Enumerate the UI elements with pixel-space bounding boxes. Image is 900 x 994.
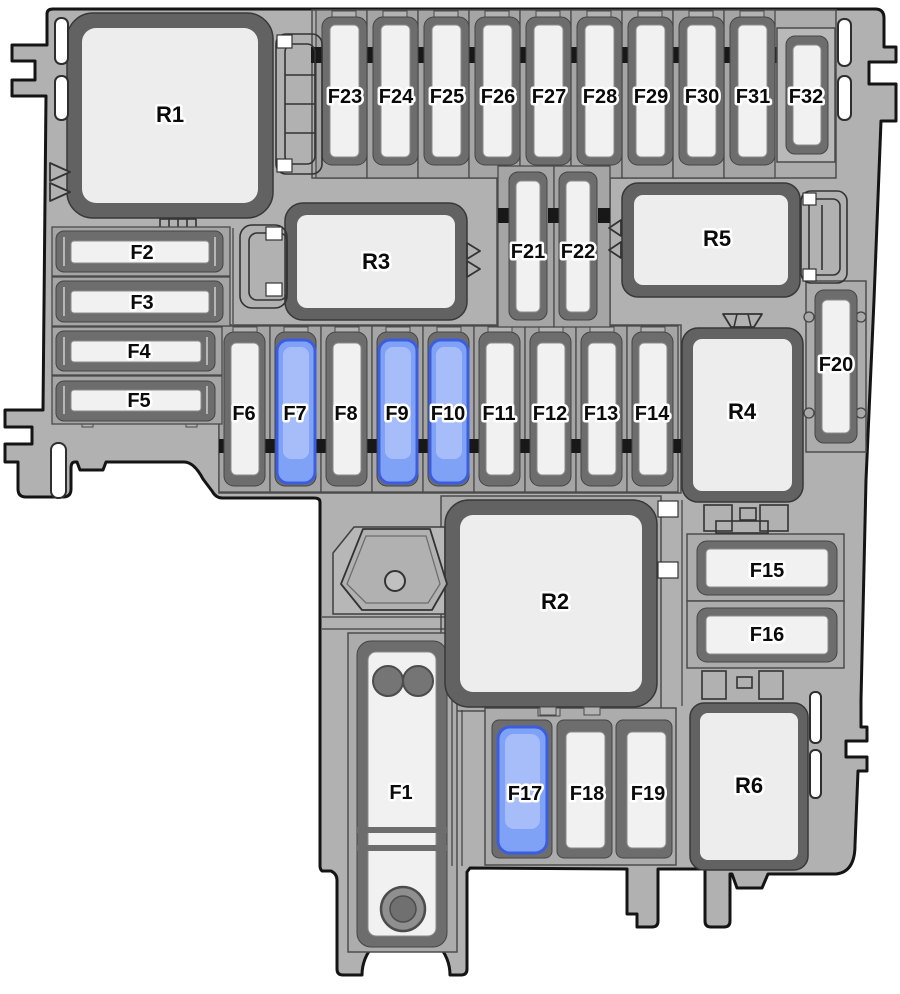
connector-details: [239, 33, 848, 716]
fuse-f5: [51, 375, 223, 425]
fuse-f13: [580, 331, 623, 487]
fuse-f17-highlighted: [491, 719, 553, 859]
fuse-group-f21-f22: [497, 165, 611, 328]
relay-r1: [66, 12, 274, 219]
relay-r6-label: R6: [735, 773, 763, 798]
terminal-dot: [402, 665, 434, 697]
fuse-f20: [803, 289, 867, 444]
fuse-f22: [558, 171, 598, 321]
fuse-f10-highlighted: [427, 331, 470, 487]
r4-bottom-connector: [703, 504, 789, 534]
fuse-f5-label: F5: [127, 390, 150, 412]
fuse-f29-label: F29: [634, 86, 668, 108]
fuse-f27: [525, 16, 572, 166]
fuse-f6-label: F6: [232, 403, 255, 425]
relay-r2-label: R2: [541, 589, 569, 614]
fuse-f12: [529, 331, 572, 487]
r1-right-socket: [275, 33, 323, 175]
fuse-f9-label: F9: [385, 403, 408, 425]
fuse-f13-label: F13: [584, 403, 618, 425]
middle-fuse-row: [218, 325, 681, 493]
fuse-f32: [776, 27, 836, 163]
fuse-f8-label: F8: [334, 403, 357, 425]
relay-r5-label: R5: [703, 226, 731, 251]
fuse-f16-label: F16: [750, 624, 784, 646]
fuse-f1-label: F1: [389, 782, 412, 804]
fuse-f8: [325, 331, 368, 487]
fuse-f18-label: F18: [570, 783, 604, 805]
hexagon-mount: [340, 528, 448, 611]
fuse-f1: [356, 640, 448, 948]
relay-r4-label: R4: [728, 399, 757, 424]
relay-r3-label: R3: [362, 249, 390, 274]
fuse-f12-label: F12: [533, 403, 567, 425]
fuse-f11: [478, 331, 521, 487]
fuse-f27-label: F27: [532, 86, 566, 108]
fuse-f23: [321, 16, 368, 166]
fuse-f30-label: F30: [685, 86, 719, 108]
fuse-f32-label: F32: [789, 86, 823, 108]
fuse-f21: [508, 171, 548, 321]
fuse-f9-highlighted: [376, 331, 419, 487]
r4-top-tab: [722, 313, 763, 328]
decorative-details: [49, 17, 852, 799]
relay-r3: [284, 202, 468, 321]
relay-r4: [681, 327, 804, 503]
fuse-f19: [615, 719, 673, 859]
fuse-f3: [51, 276, 231, 327]
fuse-f11-label: F11: [482, 403, 515, 425]
fuse-f14: [631, 331, 674, 487]
relay-r2: [444, 499, 658, 708]
fuse-f24: [372, 16, 419, 166]
fuse-f16: [696, 607, 838, 663]
fuse-f29: [627, 16, 674, 166]
fuse-f20-label: F20: [819, 354, 853, 376]
fuse-f15: [696, 540, 838, 596]
fuse-f2-label: F2: [130, 242, 153, 264]
left-fuse-column: [51, 218, 231, 428]
fuse-f28: [576, 16, 623, 166]
top-fuse-row: [311, 9, 836, 179]
fuse-f25: [423, 16, 470, 166]
r3-left-socket: [239, 224, 288, 309]
fuse-f26: [474, 16, 521, 166]
fuse-f25-label: F25: [430, 86, 464, 108]
bottom-fuse-group: [491, 707, 673, 859]
fuse-f21-label: F21: [511, 241, 545, 263]
fuse-f10-label: F10: [431, 403, 465, 425]
fuse-f19-label: F19: [631, 783, 665, 805]
fuse-f26-label: F26: [481, 86, 515, 108]
relay-r5: [621, 182, 801, 298]
r5-right-socket: [800, 190, 848, 284]
fuse-f24-label: F24: [379, 86, 414, 108]
fuse-f15-label: F15: [750, 560, 784, 582]
fuse-f4: [51, 326, 223, 376]
r6-top-connector: [701, 670, 784, 700]
fuse-f30: [678, 16, 725, 166]
fuse-f6: [223, 331, 266, 487]
fuse-f23-label: F23: [328, 86, 362, 108]
fuse-f7-label: F7: [283, 403, 306, 425]
fuse-f31-label: F31: [736, 86, 770, 108]
fuse-f17-label: F17: [508, 783, 542, 805]
fuse-f31: [729, 16, 776, 166]
fuse-f7-highlighted: [274, 331, 317, 487]
fuse-f22-label: F22: [561, 241, 595, 263]
terminal-dot: [372, 665, 404, 697]
relay-r1-label: R1: [156, 102, 184, 127]
labels: R1 R2 R3 R4 R5 R6 F1 F2 F3 F4 F5 F6 F7 F…: [125, 84, 856, 808]
fuse-f28-label: F28: [583, 86, 617, 108]
fuse-f2: [51, 226, 231, 277]
fuse-f4-label: F4: [127, 341, 151, 363]
fuse-f18: [556, 719, 613, 859]
fuse-f3-label: F3: [130, 292, 153, 314]
fuse-f14-label: F14: [635, 403, 670, 425]
relay-r6: [689, 702, 809, 871]
